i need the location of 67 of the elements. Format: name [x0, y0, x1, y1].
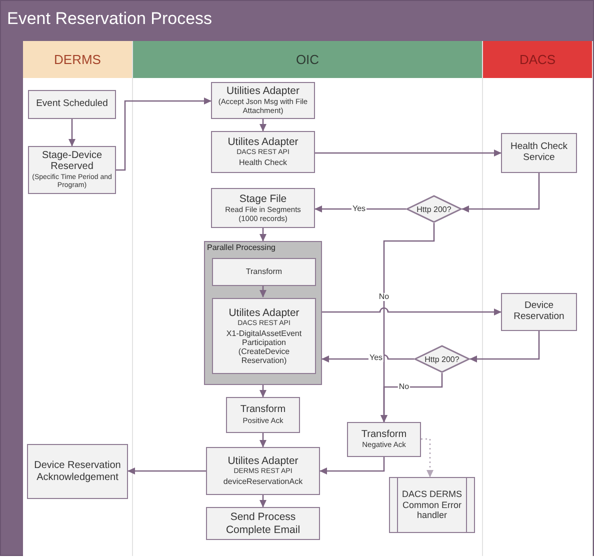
group-container: [204, 241, 322, 385]
arrow: [128, 468, 206, 474]
node-title: Http 200?: [424, 354, 460, 364]
process-box: [226, 397, 300, 433]
edge-label: No: [378, 293, 390, 301]
process-box: [206, 447, 320, 495]
node-title: Transform: [361, 428, 407, 440]
node-title: Health Check Service: [509, 142, 569, 164]
node-title: Http 200?: [416, 204, 452, 214]
arrow: [322, 307, 502, 316]
subprocess-box: [389, 477, 475, 533]
arrow: [260, 285, 266, 298]
dotted-arrow: [421, 438, 434, 478]
node-title: Utilities Adapter: [226, 85, 300, 98]
lane-header: DERMS: [23, 41, 132, 78]
process-box: [211, 131, 315, 173]
arrow: [320, 457, 385, 474]
arrow: [260, 228, 266, 242]
process-box: [206, 507, 320, 540]
node-title: Send Process Complete Email: [224, 511, 302, 536]
arrow: [380, 373, 443, 422]
arrow: [68, 119, 76, 146]
process-box: [211, 188, 315, 228]
arrow: [116, 98, 212, 171]
node-title: Stage File: [239, 192, 287, 205]
node-title: Device Reservation: [512, 301, 566, 323]
node-title: Utilites Adapter: [228, 306, 300, 319]
diagram-title: Event Reservation Process: [7, 9, 212, 29]
process-box: [501, 133, 577, 173]
arrow: [260, 385, 266, 398]
node-text: deviceReservationAck: [223, 477, 303, 487]
node-title: Utilites Adapter: [228, 455, 298, 468]
arrow: [462, 173, 540, 212]
edge-label: Yes: [368, 354, 384, 362]
process-box: [27, 444, 128, 499]
node-text: X1-DigitalAssetEvent Participation (CreateDevice Reservation): [225, 328, 303, 366]
node-title: Transform: [240, 404, 286, 416]
node-title: Device Reservation Acknowledgement: [33, 460, 122, 483]
process-box: [347, 422, 421, 457]
arrow: [260, 495, 266, 508]
node-title: DACS DERMS Common Error handler: [401, 489, 463, 521]
node-title: Stage-Device Reserved: [40, 150, 104, 173]
decision-diamond: [414, 345, 470, 373]
process-box: [212, 258, 316, 286]
node-text: Health Check: [238, 158, 288, 168]
process-box: [212, 298, 316, 374]
arrow: [260, 119, 266, 132]
group-label: Parallel Processing: [207, 243, 276, 252]
process-box: [211, 82, 315, 119]
arrow: [260, 433, 266, 448]
lane-header: OIC: [133, 41, 482, 78]
edge-label: No: [398, 383, 410, 391]
decision-diamond: [406, 195, 462, 223]
process-box: [28, 90, 116, 119]
swimlane: [133, 41, 483, 556]
swimlane: [23, 41, 133, 556]
lane-header: DACS: [483, 41, 592, 78]
node-title: Utilites Adapter: [228, 136, 298, 148]
swimlane: [483, 41, 593, 556]
arrow: [470, 331, 540, 362]
process-box: [28, 146, 116, 194]
arrow: [314, 206, 406, 212]
node-title: Event Scheduled: [36, 99, 108, 110]
process-box: [501, 293, 577, 331]
arrow: [315, 150, 502, 156]
node-title: Transform: [246, 267, 282, 277]
edge-label: Yes: [351, 205, 367, 213]
